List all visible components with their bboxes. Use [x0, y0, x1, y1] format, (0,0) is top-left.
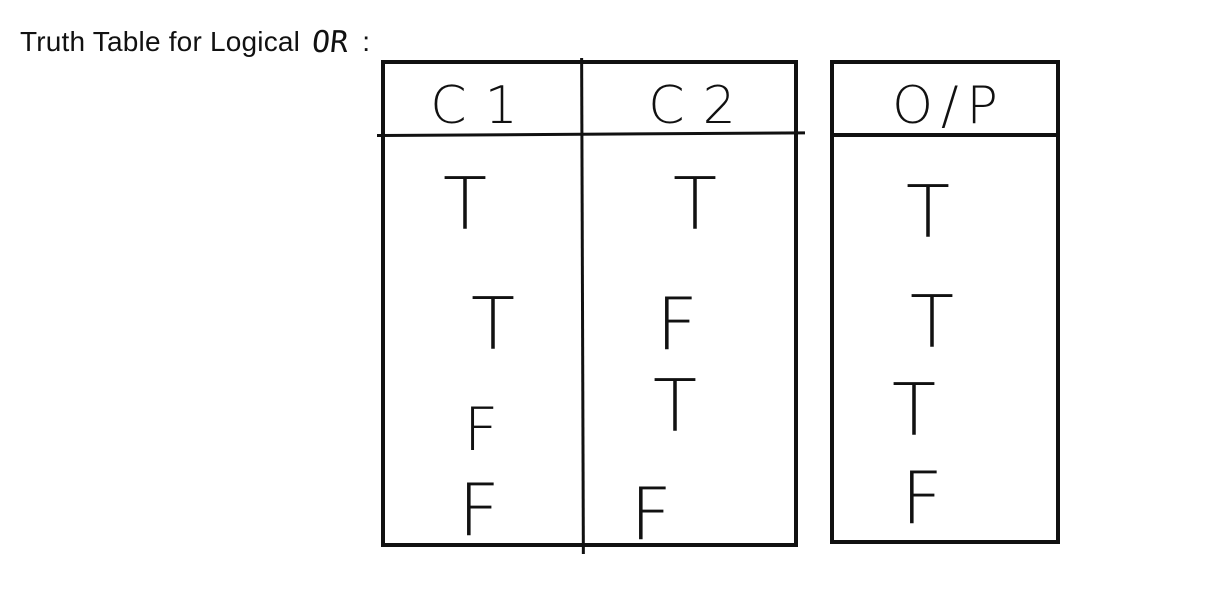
title-colon: :	[362, 26, 370, 57]
header-c2: C2	[648, 76, 754, 136]
header-output: O/P	[892, 76, 1006, 136]
cell-out-row2: T	[910, 280, 954, 364]
output-header-divider	[832, 133, 1058, 137]
cell-c1-row2: T	[471, 282, 515, 366]
cell-out-row3: T	[892, 368, 936, 452]
cell-c2-row3: T	[653, 364, 697, 448]
cell-c1-row1: T	[443, 162, 487, 246]
title-row: Truth Table for Logical OR :	[20, 22, 370, 62]
cell-out-row4: F	[901, 456, 943, 540]
cell-c2-row2: F	[656, 282, 698, 366]
title-handwritten-or: OR	[310, 24, 351, 60]
cell-c1-row4: F	[458, 468, 500, 552]
cell-c1-row3: F	[463, 395, 499, 465]
cell-c2-row1: T	[673, 162, 717, 246]
header-c1: C1	[430, 76, 536, 136]
inputs-table: C1 C2 T T T F F T F F	[376, 57, 806, 556]
title-text: Truth Table for Logical	[20, 26, 301, 57]
cell-out-row1: T	[906, 170, 950, 254]
output-table: O/P T T T F	[830, 60, 1060, 544]
cell-c2-row4: F	[630, 472, 672, 556]
